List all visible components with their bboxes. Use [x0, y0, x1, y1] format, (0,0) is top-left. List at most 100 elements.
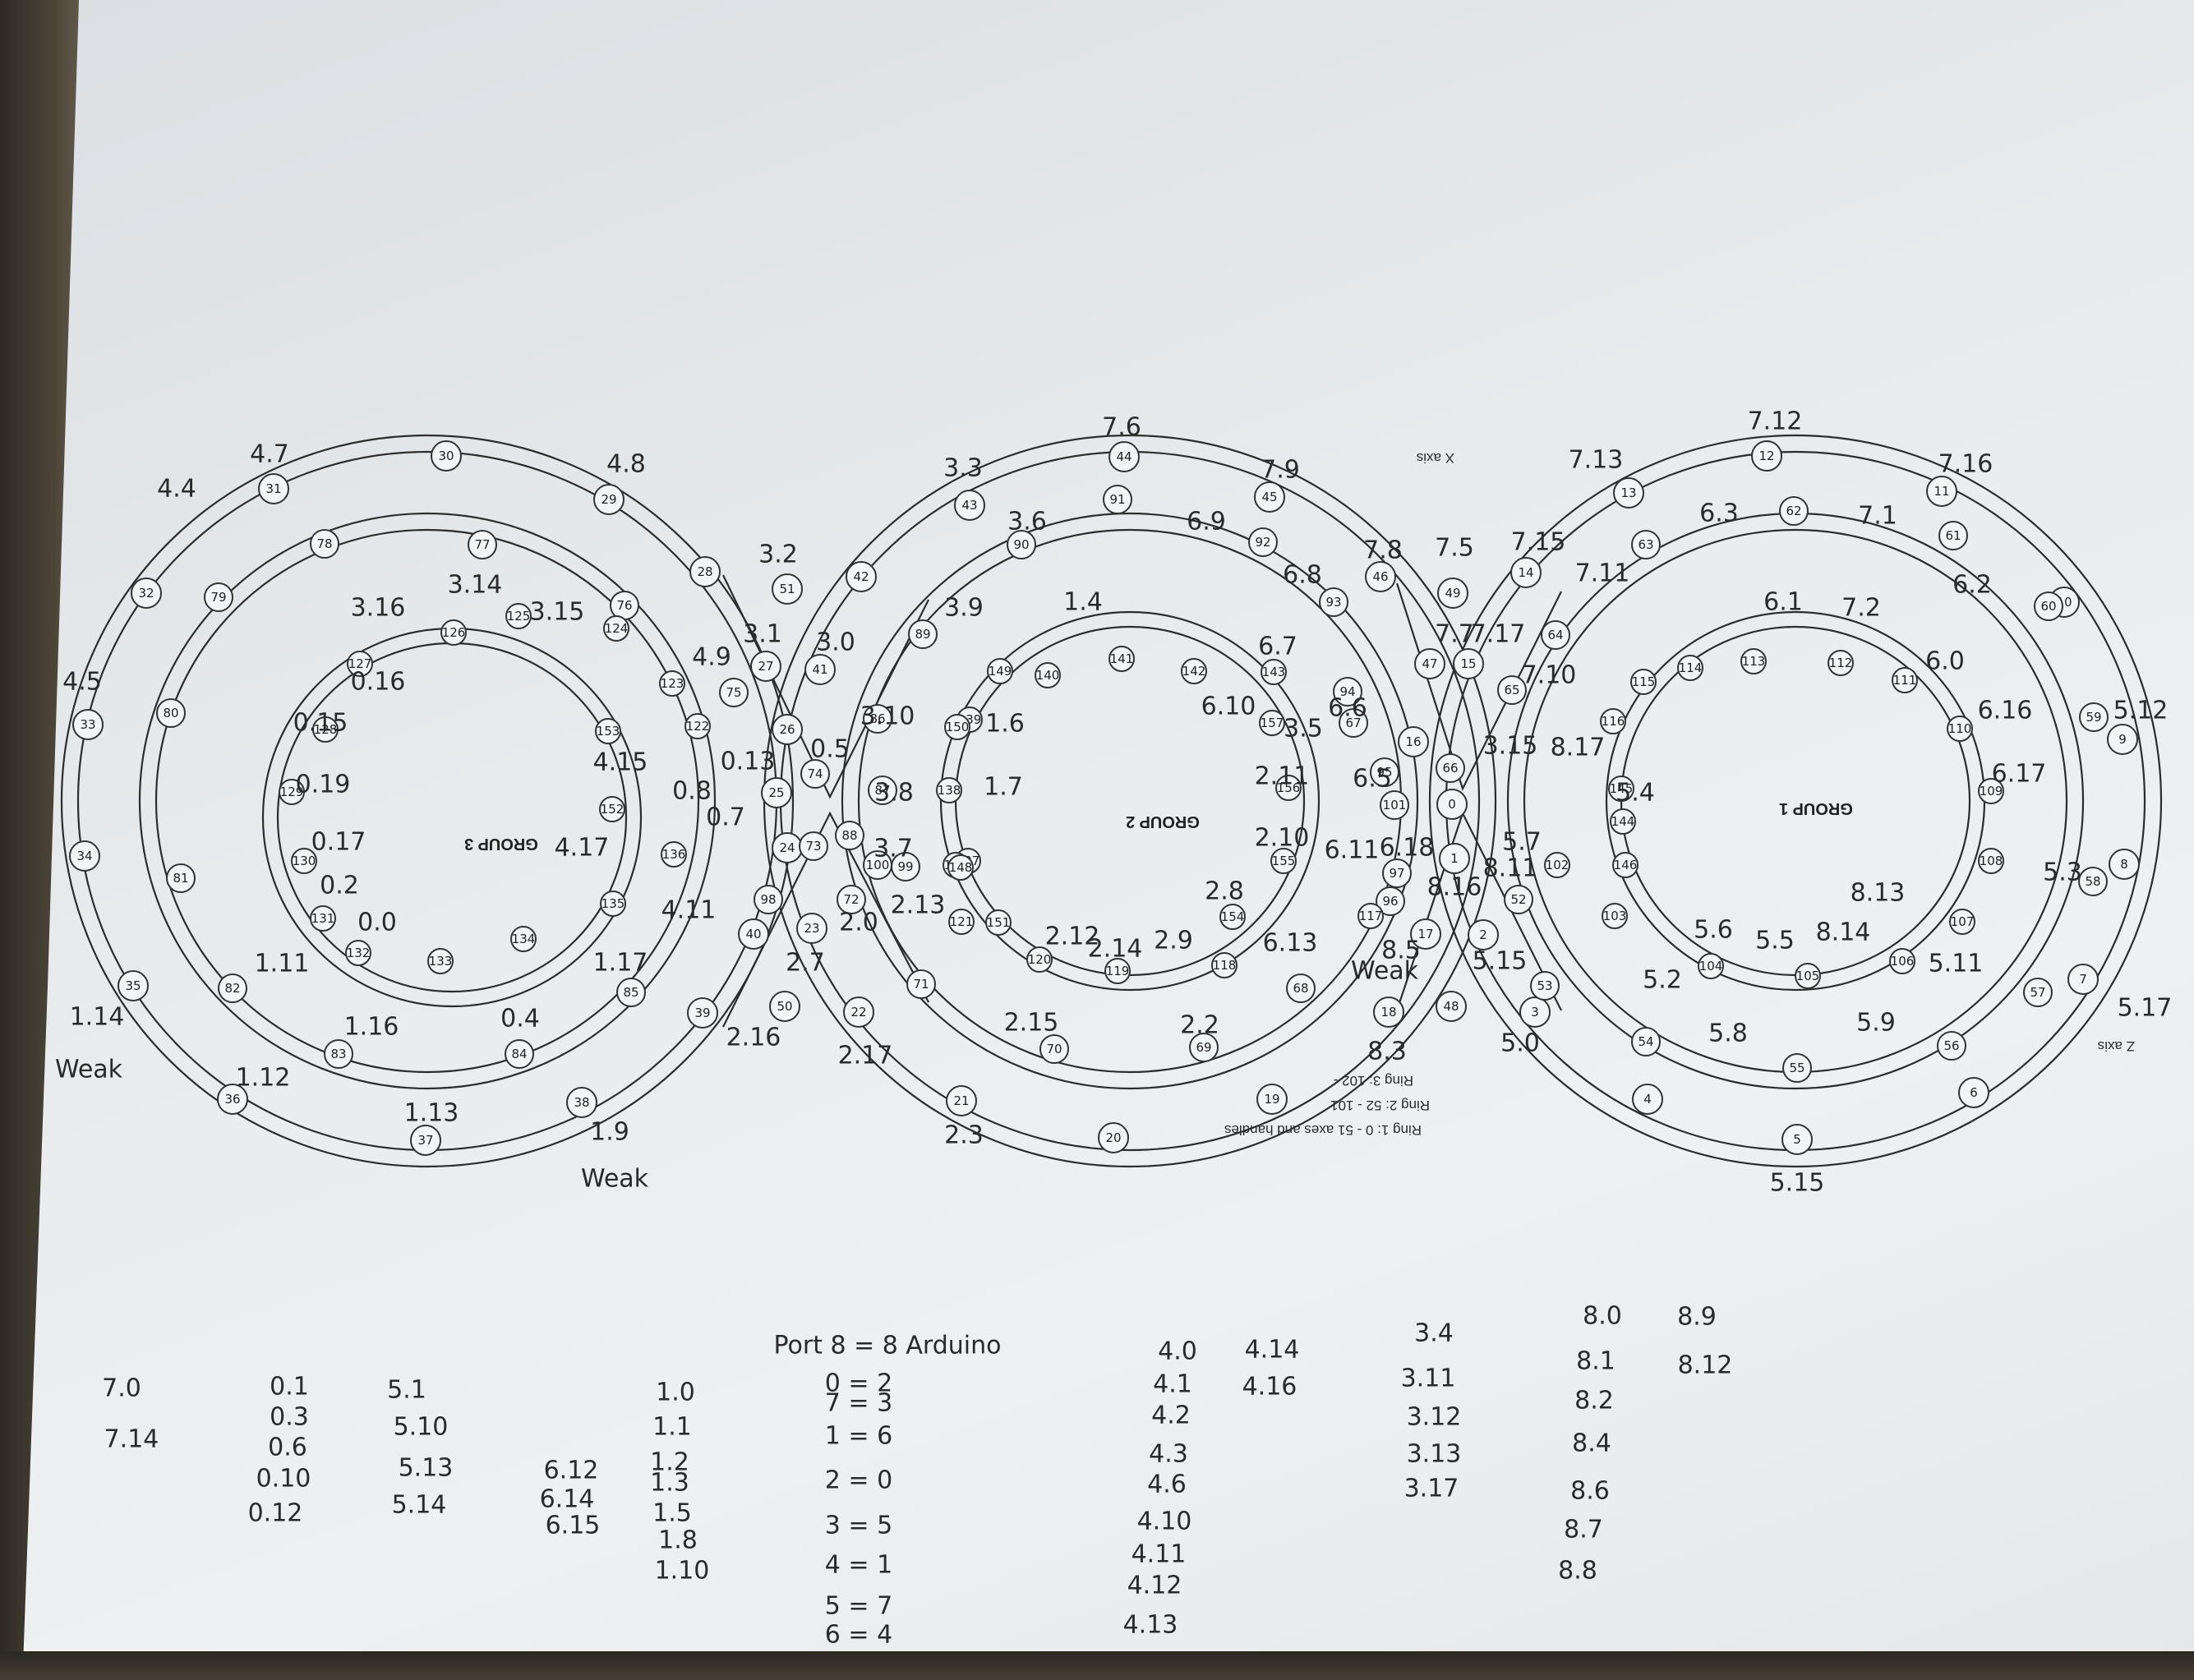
svg-text:156: 156	[1277, 780, 1301, 795]
svg-text:19: 19	[1264, 1092, 1279, 1107]
svg-text:25: 25	[768, 785, 784, 800]
led-node: 156	[1275, 775, 1302, 801]
svg-text:140: 140	[1036, 668, 1060, 683]
led-node: 58	[2078, 867, 2108, 896]
led-node: 34	[69, 840, 100, 872]
annotation: 2.15	[1004, 1009, 1059, 1038]
svg-text:17: 17	[1417, 927, 1433, 941]
svg-text:53: 53	[1537, 978, 1552, 993]
svg-text:24: 24	[779, 840, 795, 855]
notes-col-8: 3.4 3.11 3.12 3.13 3.17	[1401, 1319, 1462, 1503]
svg-text:72: 72	[843, 892, 859, 907]
svg-text:5: 5	[1793, 1132, 1801, 1147]
annotation: 5.7	[1502, 828, 1542, 857]
svg-text:38: 38	[574, 1095, 589, 1110]
annotation: 2.13	[891, 891, 946, 920]
svg-text:13: 13	[1620, 486, 1636, 500]
svg-text:64: 64	[1547, 628, 1563, 642]
led-node: 35	[118, 970, 149, 1001]
led-node: 30	[431, 440, 462, 472]
led-node: 103	[1602, 903, 1628, 929]
annotation: 0.5	[810, 735, 850, 764]
led-node: 141	[1109, 646, 1135, 672]
led-node: 51	[772, 573, 803, 605]
led-node: 72	[837, 885, 866, 914]
led-node: 132	[345, 940, 371, 966]
annotation: 6.16	[1978, 697, 2033, 725]
annotation: 0.16	[351, 668, 406, 697]
svg-text:106: 106	[1891, 954, 1915, 969]
led-node: 78	[310, 529, 339, 559]
svg-text:97: 97	[1389, 866, 1404, 881]
annotation: 6.3	[1699, 499, 1739, 528]
led-node: 55	[1782, 1053, 1812, 1083]
led-node: 112	[1828, 650, 1854, 676]
svg-text:66: 66	[1442, 761, 1458, 776]
group-labels: GROUP 3 GROUP 2 GROUP 1	[464, 799, 1853, 853]
annotation: 4.4	[157, 475, 196, 504]
note: 3.13	[1407, 1440, 1462, 1469]
led-node: 65	[1497, 675, 1527, 705]
led-node: 29	[593, 484, 625, 515]
svg-text:67: 67	[1345, 716, 1361, 730]
led-node: 40	[738, 918, 769, 950]
led-node: 153	[595, 718, 621, 744]
port-map-entry: 1 = 6	[825, 1422, 892, 1451]
annotation: 7.15	[1511, 528, 1566, 557]
svg-text:50: 50	[777, 999, 792, 1014]
svg-text:89: 89	[915, 627, 930, 642]
svg-text:135: 135	[602, 896, 625, 911]
svg-text:132: 132	[347, 946, 371, 960]
notes-col-1: 7.0 7.14	[102, 1374, 159, 1454]
led-node: 84	[505, 1039, 534, 1069]
led-node: 118	[1211, 952, 1238, 978]
led-nodes: 0123456789101112131415161718192021222324…	[69, 440, 2140, 1156]
led-node: 59	[2079, 702, 2109, 732]
port-map-entry: 4 = 1	[825, 1551, 892, 1580]
note: 0.12	[248, 1499, 303, 1528]
annotation: 2.9	[1154, 927, 1193, 955]
annotation: 8.5	[1381, 937, 1421, 965]
svg-text:37: 37	[417, 1133, 433, 1148]
led-node: 25	[761, 777, 792, 808]
svg-text:126: 126	[442, 625, 466, 640]
note: 1.10	[655, 1557, 710, 1586]
svg-text:157: 157	[1261, 716, 1284, 730]
port-map-entry: 2 = 0	[825, 1466, 892, 1495]
svg-text:65: 65	[1504, 683, 1519, 697]
annotation: 5.12	[2113, 697, 2169, 725]
svg-text:73: 73	[805, 839, 821, 854]
led-node: 124	[603, 615, 629, 642]
notes-col-5: 1.0 1.1 1.2 1.3 1.5 1.8 1.10	[650, 1379, 709, 1586]
ring-outlines	[60, 434, 2163, 1168]
led-node: 13	[1613, 477, 1644, 509]
annotation: 8.14	[1816, 918, 1871, 947]
note: 8.12	[1678, 1351, 1733, 1380]
led-node: 99	[891, 852, 920, 881]
svg-text:2: 2	[1479, 927, 1487, 942]
svg-text:95: 95	[1376, 765, 1392, 780]
svg-text:48: 48	[1443, 999, 1459, 1014]
svg-text:27: 27	[758, 659, 773, 674]
svg-text:15: 15	[1460, 656, 1476, 671]
led-node: 149	[987, 658, 1013, 684]
note: 4.1	[1153, 1370, 1192, 1399]
led-node: 145	[1608, 776, 1634, 802]
note: 4.16	[1242, 1373, 1298, 1402]
led-node: 111	[1892, 667, 1918, 693]
svg-text:3: 3	[1531, 1005, 1539, 1020]
led-node: 126	[440, 619, 467, 646]
annotation: 8.13	[1851, 879, 1906, 908]
led-node: 152	[599, 796, 625, 822]
svg-text:146: 146	[1614, 858, 1638, 872]
svg-text:88: 88	[841, 828, 857, 843]
svg-text:120: 120	[1028, 952, 1052, 967]
svg-text:100: 100	[866, 858, 890, 872]
annotation: 5.0	[1500, 1029, 1540, 1058]
led-node: 67	[1339, 708, 1368, 738]
led-node: 26	[772, 714, 803, 745]
led-node: 27	[750, 651, 781, 682]
svg-text:155: 155	[1272, 854, 1296, 868]
svg-text:12: 12	[1758, 449, 1774, 463]
annotation: 2.0	[839, 909, 878, 937]
